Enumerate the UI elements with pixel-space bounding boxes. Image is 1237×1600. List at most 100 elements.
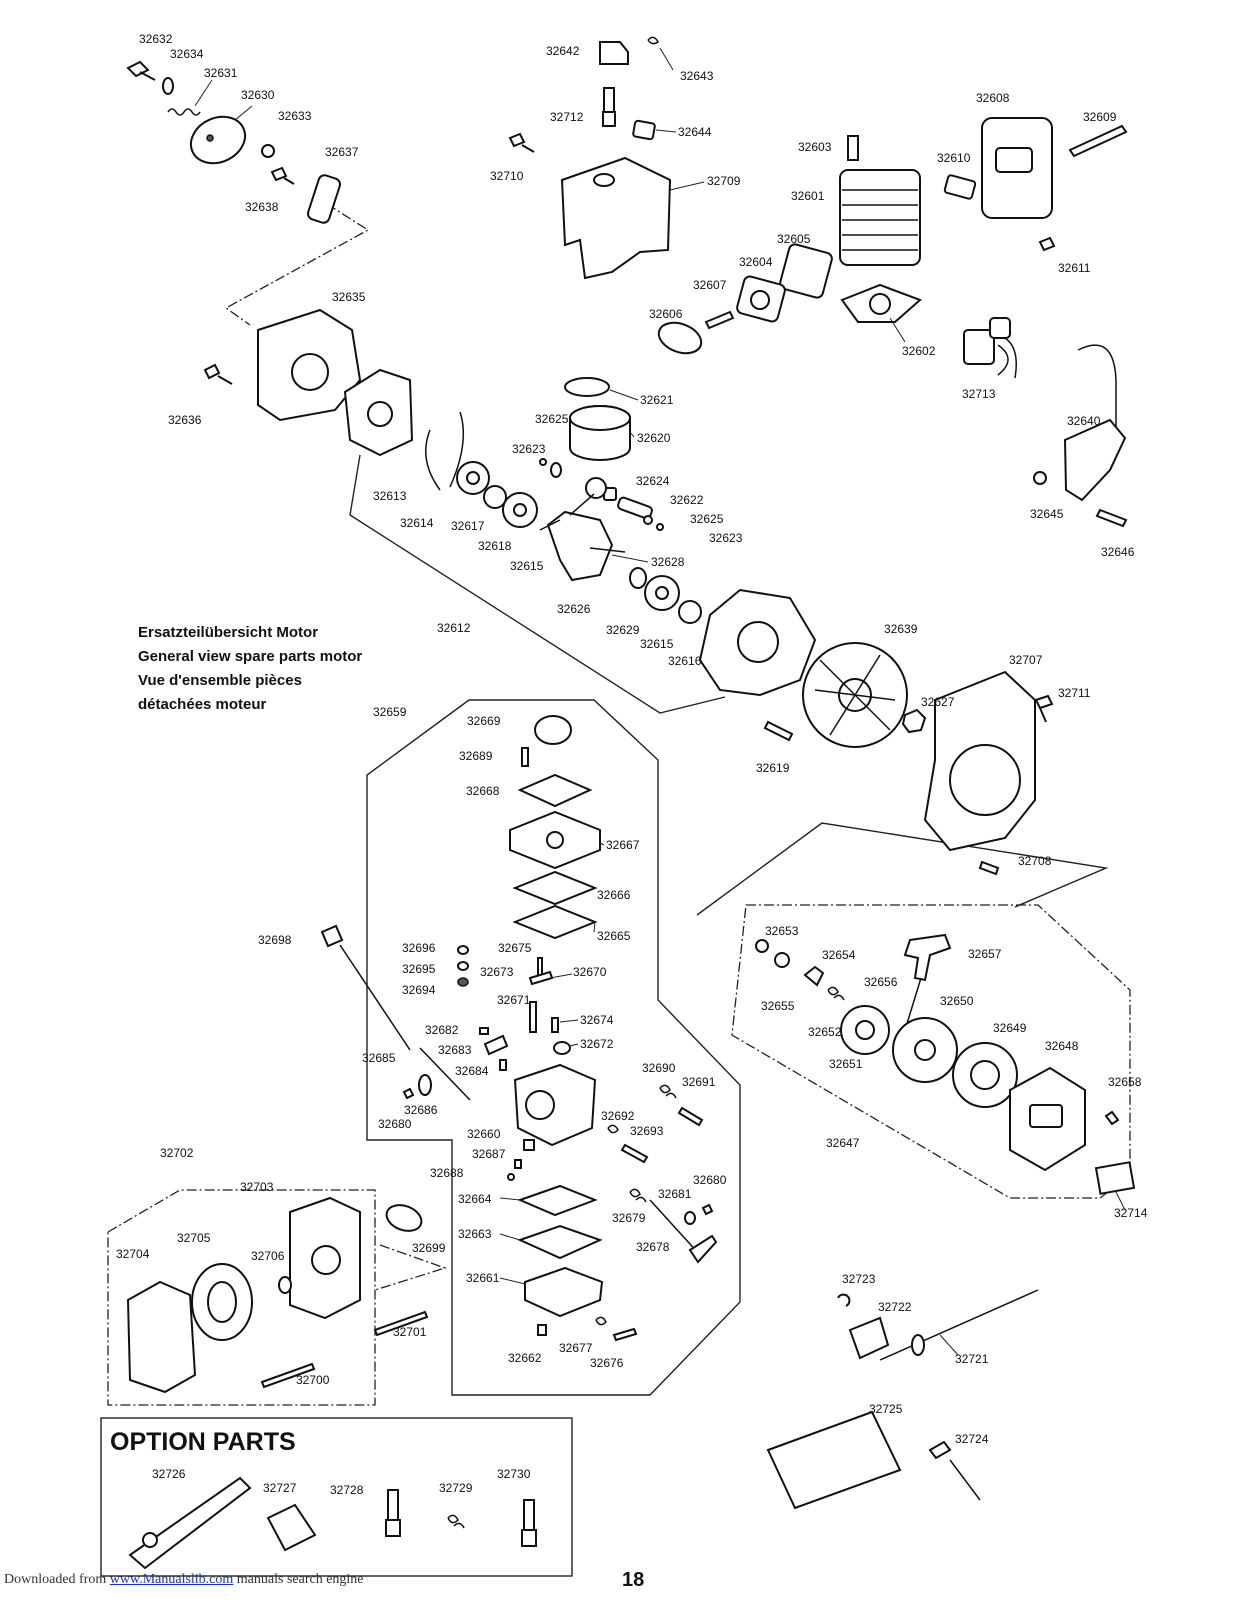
part-label: 32654	[822, 948, 856, 962]
carb-cover-32661	[524, 1266, 604, 1318]
spring-32677	[595, 1316, 607, 1326]
heading-line-3: Vue d'ensemble pièces	[138, 672, 302, 689]
choke-lever-32678	[688, 1234, 718, 1264]
throttle-plate-32686	[418, 1074, 432, 1096]
cylinder-32601	[839, 169, 921, 266]
option-parts-title: OPTION PARTS	[110, 1428, 296, 1456]
coupling-32722	[848, 1316, 890, 1360]
part-label: 32680	[378, 1117, 412, 1131]
part-label: 32653	[765, 924, 799, 938]
part-label: 32639	[884, 622, 918, 636]
wrench-shaft	[949, 1459, 981, 1501]
part-label: 32640	[1067, 414, 1101, 428]
clip-32723	[837, 1293, 851, 1307]
part-label: 32655	[761, 999, 795, 1013]
part-label: 32712	[550, 110, 584, 124]
screw-32674	[551, 1017, 559, 1033]
spring-32679	[629, 1188, 647, 1203]
part-label: 32636	[168, 413, 202, 427]
part-label: 32642	[546, 44, 580, 58]
part-label: 32672	[580, 1037, 614, 1051]
pump-cover-hub	[546, 831, 564, 849]
part-label: 32612	[437, 621, 471, 635]
plug-32672	[553, 1041, 571, 1055]
part-label: 32661	[466, 1271, 500, 1285]
muffler-slot	[995, 147, 1033, 173]
spark-plug-32730	[521, 1499, 537, 1547]
part-label: 32690	[642, 1061, 676, 1075]
leader-32621	[609, 389, 639, 401]
part-label: 32701	[393, 1325, 427, 1339]
part-label: 32624	[636, 474, 670, 488]
part-label: 32686	[404, 1103, 438, 1117]
starter-rope-32656	[904, 977, 922, 1031]
washer-32681	[684, 1211, 696, 1225]
leader-32644	[655, 129, 677, 133]
part-label: 32619	[756, 761, 790, 775]
part-label: 32657	[968, 947, 1002, 961]
screw-32611	[1038, 236, 1056, 252]
pulley-32651-hub	[855, 1020, 875, 1040]
tool-32726-knob	[142, 1532, 158, 1548]
part-label: 32627	[921, 695, 955, 709]
part-label: 32649	[993, 1021, 1027, 1035]
part-label: 32618	[478, 539, 512, 553]
leader-32663	[499, 1233, 521, 1241]
screw-32711	[1034, 694, 1054, 723]
leader-32664	[499, 1197, 521, 1201]
screw-32680a	[402, 1087, 415, 1100]
part-label: 32621	[640, 393, 674, 407]
reel-32650-hub	[914, 1039, 936, 1061]
part-label: 32623	[709, 531, 743, 545]
part-label: 32643	[680, 69, 714, 83]
pin-32622	[617, 496, 653, 520]
clutch-plate-32637	[306, 174, 342, 224]
piston-top	[569, 405, 631, 431]
part-label: 32667	[606, 838, 640, 852]
part-label: 32694	[402, 983, 436, 997]
clip-32644	[632, 119, 656, 141]
gasket-bore	[869, 293, 891, 315]
leader-32630	[234, 105, 253, 121]
part-label: 32628	[651, 555, 685, 569]
part-drawings	[126, 36, 1136, 1570]
bolt-32701	[373, 1310, 429, 1337]
part-label: 32724	[955, 1432, 989, 1446]
part-label: 32665	[597, 929, 631, 943]
part-label: 32605	[777, 232, 811, 246]
bearing-32615a-inner	[513, 503, 527, 517]
diaphragm-32663	[517, 1224, 603, 1260]
part-label: 32673	[480, 965, 514, 979]
air-filter-group-outline	[107, 1189, 376, 1406]
screw-32708	[978, 860, 1000, 876]
leader-32643	[659, 47, 674, 71]
part-label: 32617	[451, 519, 485, 533]
option-parts-frame	[100, 1417, 573, 1577]
part-label: 32620	[637, 431, 671, 445]
footer-suffix: manuals search engine	[233, 1572, 364, 1587]
spring-32643	[647, 36, 659, 45]
part-label: 32632	[139, 32, 173, 46]
washer-32655	[774, 952, 790, 968]
spring-32652	[827, 986, 845, 1001]
manualslib-link[interactable]: www.Manualslib.com	[109, 1572, 234, 1587]
screw-32653	[755, 939, 769, 953]
seal-32616	[678, 600, 702, 624]
part-label: 32706	[251, 1249, 285, 1263]
bolt-32609	[1068, 124, 1128, 158]
pin-32671	[529, 1001, 537, 1033]
leader-32670	[549, 973, 573, 979]
part-label: 32683	[438, 1043, 472, 1057]
part-label: 32652	[808, 1025, 842, 1039]
part-label: 32726	[152, 1467, 186, 1481]
part-label: 32623	[512, 442, 546, 456]
filter-cover-32704	[126, 1280, 197, 1394]
part-label: 32669	[467, 714, 501, 728]
part-label: 32646	[1101, 545, 1135, 559]
part-label: 32656	[864, 975, 898, 989]
part-label: 32727	[263, 1481, 297, 1495]
part-label: 32663	[458, 1227, 492, 1241]
part-label: 32645	[1030, 507, 1064, 521]
filter-housing-bore	[311, 1245, 341, 1275]
throttle-shaft-32685	[419, 1047, 471, 1101]
